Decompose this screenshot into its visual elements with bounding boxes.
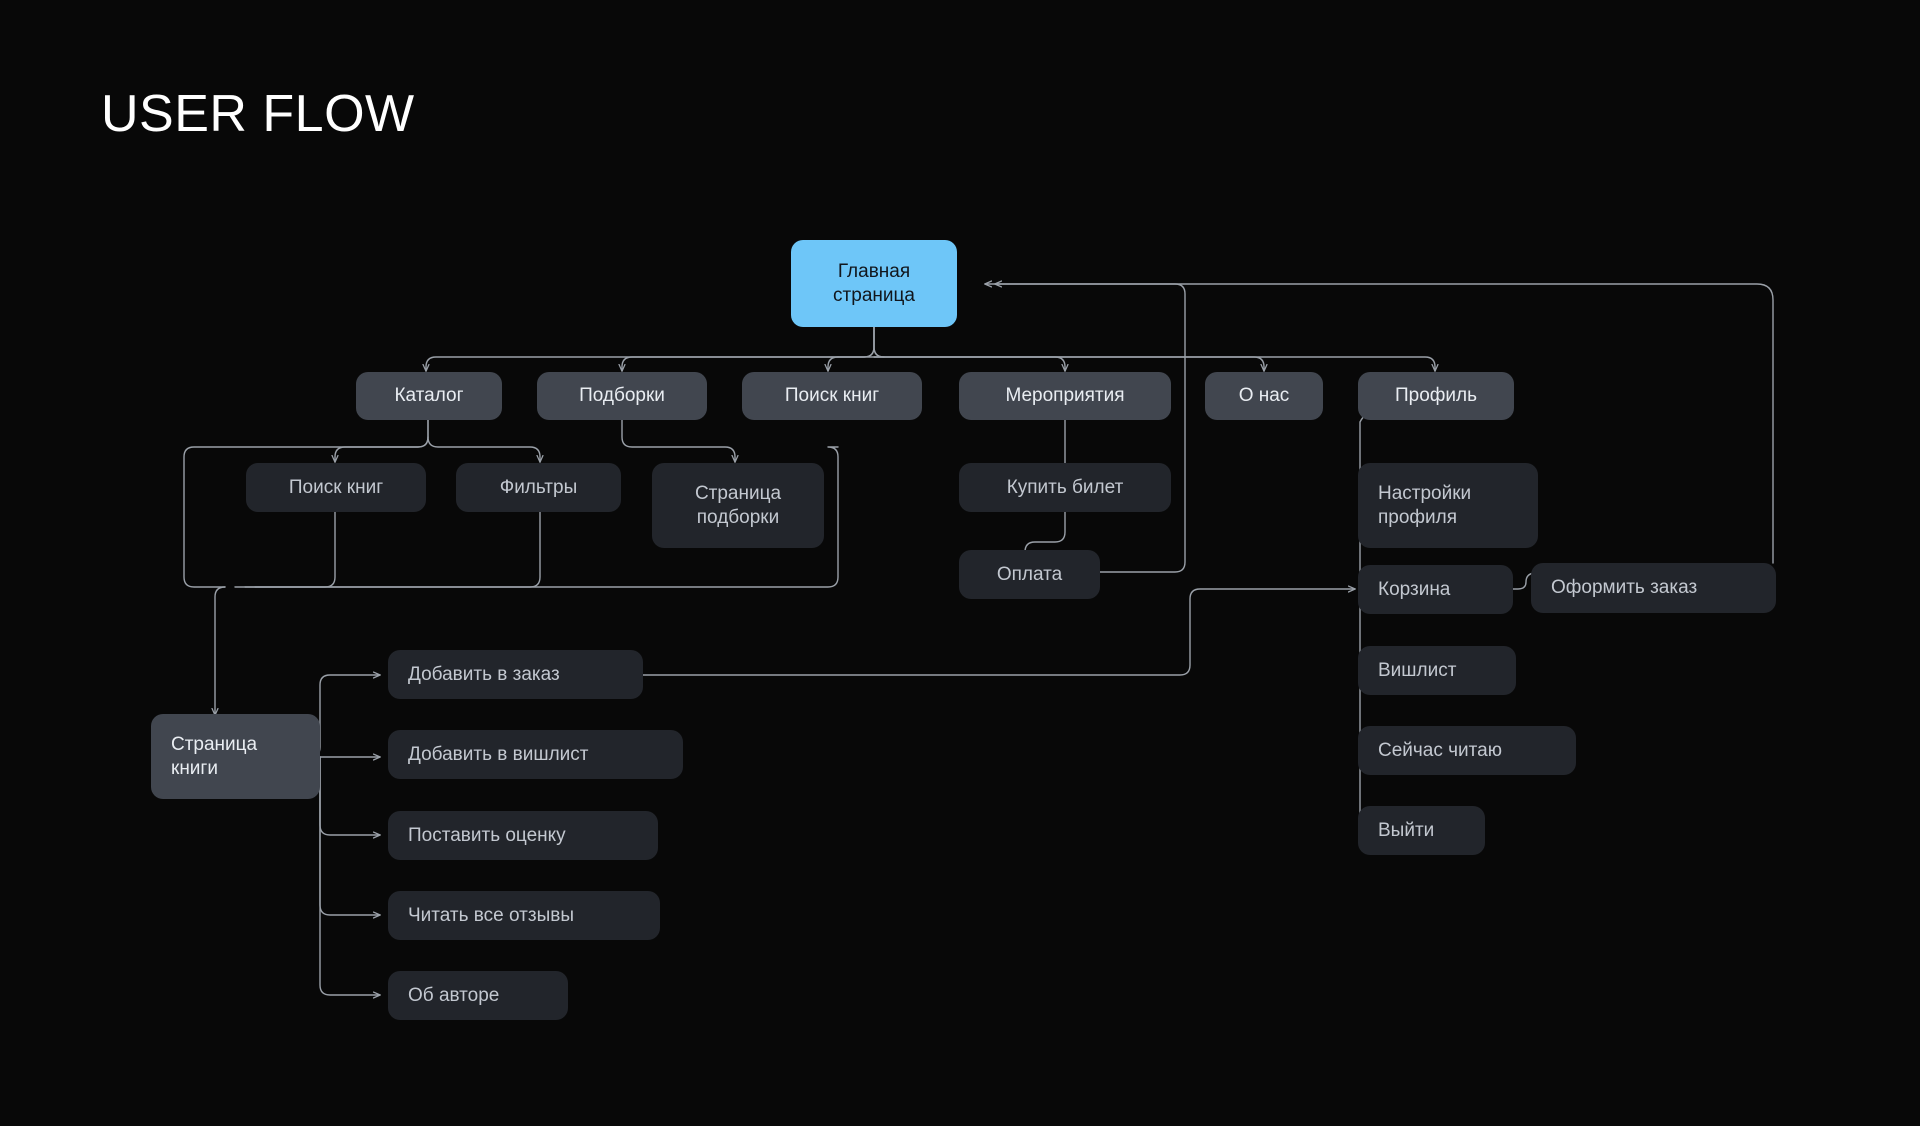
edge-home-catalog xyxy=(426,326,875,371)
node-now-reading[interactable]: Сейчас читаю xyxy=(1358,726,1576,775)
node-add-to-wishlist-label: Добавить в вишлист xyxy=(408,743,589,765)
node-read-reviews[interactable]: Читать все отзывы xyxy=(388,891,660,940)
node-book-page-label: Страница книги xyxy=(171,733,258,779)
node-buy-ticket-label: Купить билет xyxy=(1006,476,1124,498)
node-collection-page-label: Страница подборки xyxy=(694,482,782,528)
node-book-search-top[interactable]: Поиск книг xyxy=(742,372,922,420)
node-read-reviews-label: Читать все отзывы xyxy=(408,904,574,926)
node-payment-label: Оплата xyxy=(996,563,1063,585)
node-now-reading-label: Сейчас читаю xyxy=(1378,739,1502,761)
edge-payment-home xyxy=(985,284,1186,573)
edge-home-about xyxy=(873,356,1264,371)
node-book-search-sub-label: Поиск книг xyxy=(288,476,384,498)
node-book-search-sub[interactable]: Поиск книг xyxy=(246,463,426,512)
node-add-to-order[interactable]: Добавить в заказ xyxy=(388,650,643,699)
node-home-label: Главная страница xyxy=(833,260,915,306)
node-logout[interactable]: Выйти xyxy=(1358,806,1485,855)
edge-bookpage-aboutauthor xyxy=(319,756,380,995)
node-rate[interactable]: Поставить оценку xyxy=(388,811,658,860)
node-filters-label: Фильтры xyxy=(499,476,578,498)
edge-bookpage-reviews xyxy=(319,756,380,915)
page-title: USER FLOW xyxy=(101,85,415,143)
node-about-author-label: Об авторе xyxy=(408,984,500,1006)
node-checkout[interactable]: Оформить заказ xyxy=(1531,563,1776,613)
edge-home-booksearch-seg xyxy=(837,326,885,358)
node-home[interactable]: Главная страница xyxy=(791,240,957,327)
edge-bookpage-rate xyxy=(319,756,380,835)
node-buy-ticket[interactable]: Купить билет xyxy=(959,463,1171,512)
node-profile[interactable]: Профиль xyxy=(1358,372,1514,420)
node-book-page[interactable]: Страница книги xyxy=(151,714,320,799)
node-collection-page[interactable]: Страница подборки xyxy=(652,463,824,548)
node-rate-label: Поставить оценку xyxy=(408,824,566,846)
node-about-author[interactable]: Об авторе xyxy=(388,971,568,1020)
node-add-to-wishlist[interactable]: Добавить в вишлист xyxy=(388,730,683,779)
edge-addorder-cart xyxy=(642,589,1355,676)
edge-home-booksearch xyxy=(828,356,839,371)
edge-booksearchsub-bus xyxy=(234,511,336,588)
node-collections-label: Подборки xyxy=(579,385,665,407)
node-wishlist[interactable]: Вишлист xyxy=(1358,646,1516,695)
node-wishlist-label: Вишлист xyxy=(1378,659,1457,681)
node-filters[interactable]: Фильтры xyxy=(456,463,621,512)
node-about-label: О нас xyxy=(1238,385,1290,407)
edge-catalog-bus-left xyxy=(183,436,429,588)
node-profile-settings[interactable]: Настройки профиля xyxy=(1358,463,1538,548)
node-cart-label: Корзина xyxy=(1378,578,1451,600)
node-catalog[interactable]: Каталог xyxy=(356,372,502,420)
edge-bookpage-addorder xyxy=(309,675,380,758)
node-profile-settings-label: Настройки профиля xyxy=(1378,482,1472,528)
node-about[interactable]: О нас xyxy=(1205,372,1323,420)
edge-bus-bookpage xyxy=(215,586,226,715)
node-profile-label: Профиль xyxy=(1394,385,1478,407)
node-events[interactable]: Мероприятия xyxy=(959,372,1171,420)
node-collections[interactable]: Подборки xyxy=(537,372,707,420)
edge-home-events xyxy=(873,326,1065,371)
node-payment[interactable]: Оплата xyxy=(959,550,1100,599)
node-checkout-label: Оформить заказ xyxy=(1551,577,1698,599)
edge-home-collections xyxy=(622,326,875,371)
node-logout-label: Выйти xyxy=(1378,819,1435,841)
node-events-label: Мероприятия xyxy=(1005,385,1125,407)
edge-home-profile xyxy=(873,356,1435,371)
node-add-to-order-label: Добавить в заказ xyxy=(408,663,560,685)
node-catalog-label: Каталог xyxy=(394,385,464,407)
node-book-search-top-label: Поиск книг xyxy=(784,385,880,407)
edge-filters-bus xyxy=(244,511,541,588)
node-cart[interactable]: Корзина xyxy=(1358,565,1513,614)
